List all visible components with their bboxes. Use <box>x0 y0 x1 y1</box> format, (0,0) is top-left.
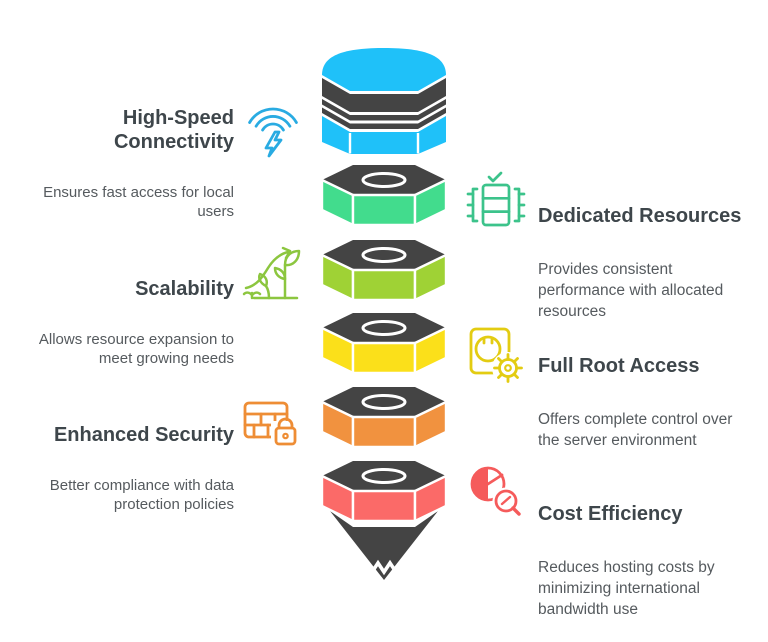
server-check-icon <box>466 168 526 232</box>
feature-cost-efficiency: Cost Efficiency Reduces hosting costs by… <box>466 462 766 638</box>
cone-zigzag-crack <box>370 559 398 576</box>
feature-description: Provides consistent performance with all… <box>538 261 724 320</box>
wifi-bolt-icon <box>242 96 302 160</box>
cylinder-stripe-thick <box>322 78 446 112</box>
cylinder-stripe-thin-1 <box>322 99 446 121</box>
feature-enhanced-security: Enhanced Security Better compliance with… <box>10 401 304 532</box>
feature-title: Full Root Access <box>538 355 700 377</box>
plant-growth-icon <box>242 243 302 307</box>
feature-description: Reduces hosting costs by minimizing inte… <box>538 559 715 618</box>
firewall-lock-icon <box>242 394 302 458</box>
funnel-segment-red <box>322 459 446 523</box>
pie-magnifier-icon <box>466 462 526 526</box>
feature-description: Offers complete control over the server … <box>538 411 733 449</box>
pie-filled-half <box>472 468 488 500</box>
cylinder-dome <box>322 48 446 91</box>
funnel-top-cylinder <box>322 48 446 154</box>
feature-full-root-access: Full Root Access Offers complete control… <box>466 324 766 469</box>
funnel-stack <box>322 48 446 580</box>
cylinder-face-lines <box>348 133 420 154</box>
feature-high-speed-connectivity: High-Speed Connectivity Ensures fast acc… <box>10 88 304 239</box>
funnel-segment-lime <box>322 238 446 302</box>
cylinder-base <box>322 116 446 154</box>
funnel-segment-green <box>322 163 446 227</box>
feature-scalability: Scalability Allows resource expansion to… <box>10 246 304 386</box>
feature-title: Scalability <box>135 278 234 300</box>
feature-title: Dedicated Resources <box>538 205 742 227</box>
feature-title: Cost Efficiency <box>538 503 683 525</box>
feature-description: Ensures fast access for local users <box>43 184 234 220</box>
cylinder-stripe-thin-2 <box>322 107 446 129</box>
feature-dedicated-resources: Dedicated Resources Provides consistent … <box>466 168 766 340</box>
disk-gear-icon <box>466 324 526 388</box>
funnel-cone <box>330 511 438 580</box>
feature-description: Allows resource expansion to meet growin… <box>38 331 234 367</box>
feature-title: Enhanced Security <box>53 424 234 446</box>
feature-title: High-Speed Connectivity <box>113 107 234 153</box>
funnel-segment-orange <box>322 385 446 449</box>
funnel-segment-yellow <box>322 311 446 375</box>
feature-description: Better compliance with data protection p… <box>49 477 234 513</box>
